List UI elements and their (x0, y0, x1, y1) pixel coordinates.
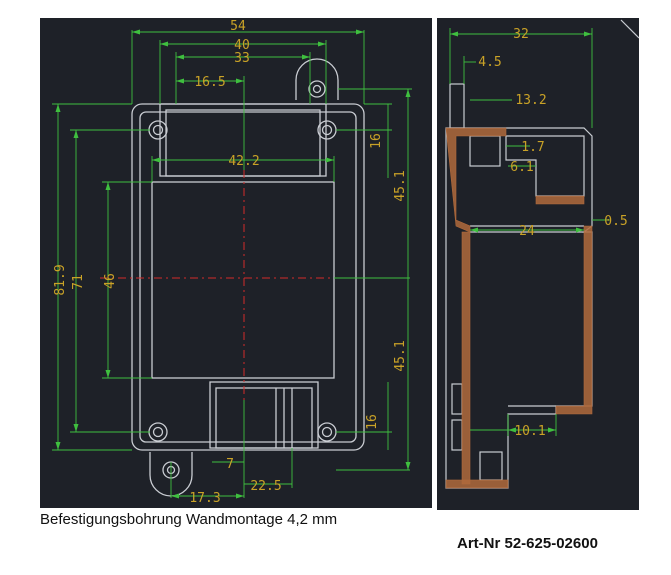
dim-6-1: 6.1 (510, 160, 533, 175)
dim-32: 32 (513, 27, 529, 42)
mounting-hole-caption: Befestigungsbohrung Wandmontage 4,2 mm (40, 511, 338, 528)
dim-1-7: 1.7 (521, 140, 544, 155)
front-dimension-labels: 54 40 33 16.5 42.2 16 45.1 45.1 16 81.9 … (53, 19, 408, 506)
dim-24: 24 (519, 224, 535, 239)
dim-10-1: 10.1 (514, 424, 545, 439)
front-view-panel (40, 18, 432, 508)
dim-71: 71 (71, 274, 86, 290)
side-view-section-hatch (445, 127, 593, 489)
side-dimension-arrows (450, 31, 592, 433)
dim-40: 40 (234, 38, 250, 53)
front-dimension-arrows (55, 29, 411, 499)
dim-42-2: 42.2 (228, 154, 259, 169)
side-dimension-labels: 32 4.5 13.2 1.7 6.1 0.5 24 10.1 (478, 27, 627, 439)
dim-13-2: 13.2 (515, 93, 546, 108)
dim-81-9: 81.9 (53, 264, 68, 295)
dim-45-1-top: 45.1 (393, 170, 408, 201)
dim-54: 54 (230, 19, 246, 34)
article-number: Art-Nr 52-625-02600 (457, 535, 598, 552)
dim-16-right-top: 16 (369, 133, 384, 149)
dim-46: 46 (103, 273, 118, 289)
dim-16-right-bottom: 16 (365, 414, 380, 430)
dim-4-5: 4.5 (478, 55, 501, 70)
front-dimension-lines (52, 30, 412, 498)
dim-45-1-bottom: 45.1 (393, 340, 408, 371)
dim-16-5: 16.5 (194, 75, 225, 90)
dim-0-5: 0.5 (604, 214, 627, 229)
front-center-lines (100, 170, 392, 400)
dim-33: 33 (234, 51, 250, 66)
dim-22-5: 22.5 (250, 479, 281, 494)
dim-7: 7 (226, 457, 234, 472)
dim-17-3: 17.3 (189, 491, 220, 506)
